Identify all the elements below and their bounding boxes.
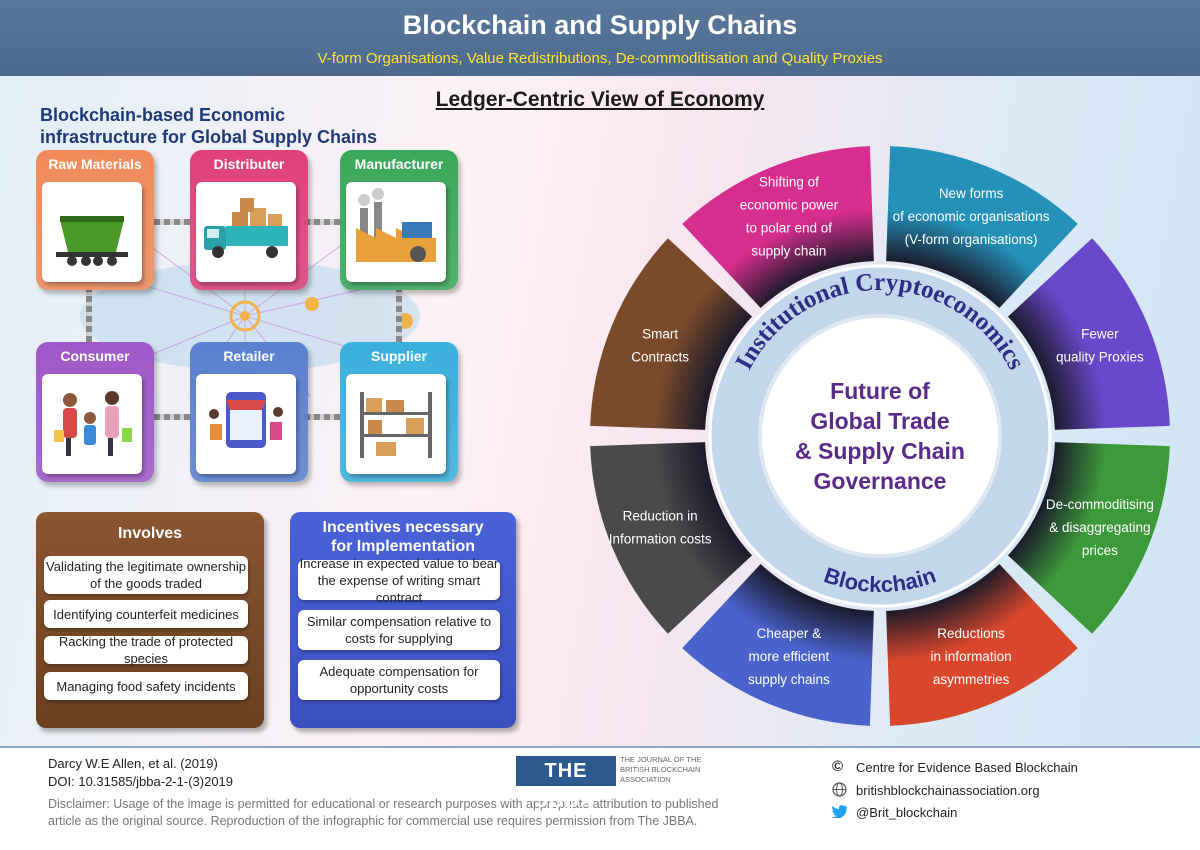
- logo-caption-line: THE JOURNAL OF THE: [620, 755, 702, 764]
- wheel-segment: [682, 563, 874, 726]
- logo-caption-line: ASSOCIATION: [620, 775, 671, 784]
- page-title: Blockchain and Supply Chains: [402, 10, 798, 40]
- wheel-segment-label: supply chain: [751, 244, 826, 259]
- twitter-icon: [831, 805, 848, 818]
- wheel-segment: [590, 442, 753, 634]
- citation-doi: DOI: 10.31585/jbba-2-1-(3)2019: [48, 774, 234, 789]
- wheel-segment-label: supply chains: [748, 672, 830, 687]
- jbba-logo-caption: THE JOURNAL OF THE BRITISH BLOCKCHAIN AS…: [620, 755, 701, 785]
- supply-chain-title-line1: Blockchain-based Economic: [40, 105, 286, 125]
- chain-link: [154, 219, 192, 225]
- wheel-segment-label: De-commoditising: [1046, 497, 1154, 512]
- incentives-title: Incentives necessary for Implementation: [290, 518, 516, 556]
- wheel-segment-label: of economic organisations: [893, 209, 1050, 224]
- center-title-line: Global Trade: [810, 408, 949, 434]
- wheel-segment-label: Reduction in: [623, 509, 698, 524]
- wheel-segment-label: Contracts: [631, 349, 689, 364]
- card-label: Raw Materials: [48, 156, 142, 172]
- card-consumer: Consumer: [36, 342, 154, 482]
- chain-link: [304, 219, 342, 225]
- incentives-title-line2: for Implementation: [330, 538, 475, 555]
- warehouse-shelf-icon: [346, 374, 446, 474]
- card-distributer: Distributer: [190, 150, 308, 290]
- disclaimer-line2: article as the original source. Reproduc…: [48, 814, 698, 828]
- wheel-segment-label: New forms: [939, 186, 1004, 201]
- wheel-segment-label: Shifting of: [759, 175, 819, 190]
- wheel-segment: [590, 238, 753, 430]
- card-retailer: Retailer: [190, 342, 308, 482]
- wheel-segment-label: Information costs: [609, 532, 712, 547]
- wheel-segment: [682, 146, 874, 309]
- wheel-segment-label: & disaggregating: [1049, 520, 1150, 535]
- wheel-segment-label: (V-form organisations): [905, 232, 1038, 247]
- center-title-line: & Supply Chain: [795, 438, 965, 464]
- wheel-segment-label: asymmetries: [933, 672, 1010, 687]
- supply-chain-title: Blockchain-based Economic infrastructure…: [40, 104, 400, 148]
- wheel-segment-label: Fewer: [1081, 326, 1119, 341]
- card-label: Consumer: [60, 348, 130, 364]
- footer: Darcy W.E Allen, et al. (2019) DOI: 10.3…: [0, 746, 1200, 850]
- card-label: Manufacturer: [354, 156, 444, 172]
- incentives-panel: Incentives necessary for Implementation …: [290, 512, 516, 728]
- involves-item: Identifying counterfeit medicines: [44, 600, 248, 628]
- card-raw-materials: Raw Materials: [36, 150, 154, 290]
- involves-item: Racking the trade of protected species: [44, 634, 248, 666]
- wheel-segment-label: quality Proxies: [1056, 349, 1144, 364]
- credit-centre: Centre for Evidence Based Blockchain: [856, 760, 1078, 775]
- chain-link: [154, 414, 192, 420]
- wheel-segment: [1007, 442, 1170, 634]
- wheel-segment-label: Smart: [642, 326, 678, 341]
- wheel-segment: [886, 146, 1078, 309]
- chain-link: [396, 290, 402, 342]
- wheel-segment: [886, 563, 1078, 726]
- card-manufacturer: Manufacturer: [340, 150, 458, 290]
- wheel-segment-label: prices: [1082, 543, 1118, 558]
- governance-wheel: Shifting of economic power to polar end of…: [590, 146, 1170, 726]
- involves-item: Managing food safety incidents: [44, 672, 248, 700]
- header-banner: Blockchain and Supply Chains V-form Orga…: [0, 0, 1200, 76]
- incentives-title-line1: Incentives necessary: [322, 519, 484, 536]
- main-canvas: Ledger-Centric View of Economy Blockchai…: [0, 76, 1200, 746]
- wheel-segment-label: more efficient: [749, 649, 830, 664]
- center-circle: [758, 314, 1002, 558]
- center-title-line: Governance: [814, 468, 947, 494]
- disclaimer-line1: Disclaimer: Usage of the image is permit…: [48, 797, 719, 811]
- involves-panel: Involves Validating the legitimate owner…: [36, 512, 264, 728]
- delivery-truck-icon: [196, 182, 296, 282]
- incentives-item: Adequate compensation for opportunity co…: [298, 660, 500, 700]
- involves-title: Involves: [117, 525, 183, 542]
- jbba-logo: THE JBBA: [516, 756, 616, 812]
- credit-twitter[interactable]: @Brit_blockchain: [856, 805, 958, 820]
- wheel-segment-label: Reductions: [937, 626, 1005, 641]
- online-store-icon: [196, 374, 296, 474]
- chain-link: [86, 290, 92, 342]
- credit-website[interactable]: britishblockchainassociation.org: [856, 783, 1040, 798]
- card-label: Retailer: [223, 348, 275, 364]
- wheel-segment-label: to polar end of: [746, 221, 833, 236]
- hopper-wagon-icon: [42, 182, 142, 282]
- card-label: Distributer: [213, 156, 285, 172]
- page-subtitle: V-form Organisations, Value Redistributi…: [317, 50, 883, 67]
- supply-chain-title-line2: infrastructure for Global Supply Chains: [40, 127, 378, 147]
- wheel-segment-label: in information: [931, 649, 1012, 664]
- copyright-icon: ©: [832, 758, 844, 775]
- center-title-line: Future of: [830, 378, 930, 404]
- wheel-segment-label: Cheaper &: [757, 626, 822, 641]
- card-supplier: Supplier: [340, 342, 458, 482]
- wheel-segment: [1007, 238, 1170, 430]
- involves-item: Validating the legitimate ownership of t…: [44, 556, 248, 594]
- wheel-segment-label: economic power: [740, 198, 839, 213]
- family-shopping-icon: [42, 374, 142, 474]
- logo-caption-line: BRITISH BLOCKCHAIN: [620, 765, 701, 774]
- citation-author: Darcy W.E Allen, et al. (2019): [48, 756, 218, 771]
- incentives-item: Increase in expected value to bear the e…: [298, 555, 500, 605]
- chain-link: [304, 414, 342, 420]
- incentives-item: Similar compensation relative to costs f…: [298, 610, 500, 650]
- globe-icon: [832, 782, 847, 797]
- factory-icon: [346, 182, 446, 282]
- main-title: Ledger-Centric View of Economy: [435, 88, 765, 111]
- card-label: Supplier: [370, 348, 427, 364]
